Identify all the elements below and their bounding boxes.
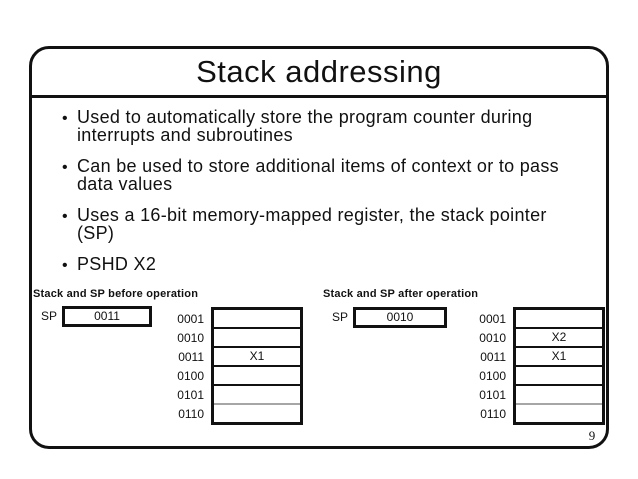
address-label: 0001 (479, 312, 506, 326)
bullet-item-4: PSHD X2 (62, 255, 582, 275)
address-label: 0011 (480, 350, 506, 364)
after-diagram-heading: Stack and SP after operation (323, 288, 479, 300)
address-label: 0101 (479, 388, 506, 402)
before-sp-value: 0011 (94, 309, 120, 323)
bullet-text: Uses a 16-bit memory-mapped register, th… (77, 206, 547, 242)
after-stack-cells: X2 X1 (513, 307, 605, 425)
bullet-line: interrupts and subroutines (77, 125, 293, 145)
stack-cell (516, 386, 602, 405)
stack-cell (214, 310, 300, 329)
bullet-marker-icon (62, 108, 77, 144)
bullet-item-3: Uses a 16-bit memory-mapped register, th… (62, 206, 582, 242)
stack-cell (214, 405, 300, 422)
address-label: 0100 (177, 369, 204, 383)
bullet-item-1: Used to automatically store the program … (62, 108, 582, 144)
slide-frame: Stack addressing Used to automatically s… (29, 46, 609, 449)
address-label: 0010 (479, 331, 506, 345)
address-label: 0100 (479, 369, 506, 383)
bullet-line: Can be used to store additional items of… (77, 156, 559, 176)
bullet-list: Used to automatically store the program … (62, 108, 582, 288)
before-diagram-heading: Stack and SP before operation (33, 288, 199, 300)
address-label: 0011 (178, 350, 204, 364)
bullet-line: Uses a 16-bit memory-mapped register, th… (77, 205, 547, 225)
address-label: 0001 (177, 312, 204, 326)
after-address-column: 0001 0010 0011 0100 0101 0110 (472, 307, 506, 425)
stack-cell (214, 386, 300, 405)
after-sp-value: 0010 (386, 310, 414, 324)
before-stack-table: 0001 0010 0011 0100 0101 0110 X1 (170, 307, 303, 425)
before-sp-register: 0011 (62, 306, 152, 327)
address-label: 0010 (177, 331, 204, 345)
bullet-item-2: Can be used to store additional items of… (62, 157, 582, 193)
address-label: 0101 (177, 388, 204, 402)
title-band: Stack addressing (32, 49, 606, 98)
stack-cell: X1 (214, 348, 300, 367)
after-sp-register: 0010 (353, 307, 447, 328)
before-sp-label: SP (41, 309, 58, 323)
bullet-text: Can be used to store additional items of… (77, 157, 559, 193)
bullet-line: data values (77, 174, 173, 194)
after-stack-table: 0001 0010 0011 0100 0101 0110 X2 X1 (472, 307, 605, 425)
stack-cell (214, 367, 300, 386)
bullet-line: (SP) (77, 223, 115, 243)
address-label: 0110 (178, 407, 204, 421)
bullet-text: Used to automatically store the program … (77, 108, 532, 144)
page-number: 9 (588, 428, 596, 443)
stack-cell (516, 310, 602, 329)
bullet-text: PSHD X2 (77, 255, 156, 275)
stack-cell (214, 329, 300, 348)
stack-cell (516, 405, 602, 422)
stack-cell: X2 (516, 329, 602, 348)
bullet-line: PSHD X2 (77, 254, 157, 274)
after-sp-label: SP (332, 310, 349, 324)
address-label: 0110 (480, 407, 506, 421)
before-stack-cells: X1 (211, 307, 303, 425)
stack-cell (516, 367, 602, 386)
bullet-marker-icon (62, 157, 77, 193)
bullet-line: Used to automatically store the program … (77, 107, 533, 127)
slide-title: Stack addressing (196, 54, 442, 89)
before-address-column: 0001 0010 0011 0100 0101 0110 (170, 307, 204, 425)
bullet-marker-icon (62, 206, 77, 242)
stack-cell: X1 (516, 348, 602, 367)
bullet-marker-icon (62, 255, 77, 275)
